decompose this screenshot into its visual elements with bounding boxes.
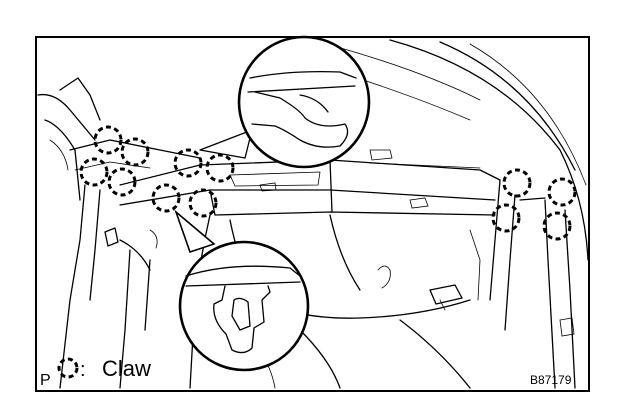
claw-marker <box>151 183 181 213</box>
magnifier-callout-circle <box>178 240 310 372</box>
claw-marker <box>120 137 150 167</box>
claw-marker <box>173 148 203 178</box>
dashed-circle-claw-symbol <box>57 357 79 379</box>
lower-detail-callout <box>174 209 310 372</box>
claw-marker <box>547 177 577 207</box>
legend-label: Claw <box>102 356 151 381</box>
legend-separator: : <box>80 359 86 381</box>
legend: P : Claw <box>40 356 151 389</box>
corner-letter: P <box>40 372 51 389</box>
claw-marker <box>107 167 137 197</box>
magnifier-callout-circle <box>237 35 371 169</box>
claw-marker <box>491 203 521 233</box>
claw-marker <box>93 125 123 155</box>
claw-marker <box>79 157 109 187</box>
upper-detail-callout <box>199 35 371 169</box>
claw-marker <box>502 168 532 198</box>
claw-markers <box>79 125 577 241</box>
claw-marker <box>205 153 235 183</box>
claw-marker <box>542 211 572 241</box>
figure-code: B87179 <box>530 373 572 387</box>
claw-marker <box>188 188 218 218</box>
